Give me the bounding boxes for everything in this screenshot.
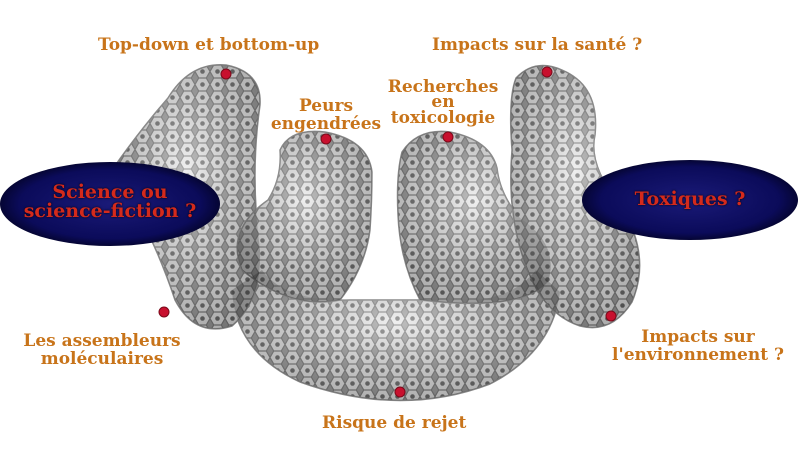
oval-science-line1: Science ou — [52, 181, 168, 203]
label-peurs-line2: engendrées — [270, 114, 382, 134]
oval-science-line2: science-fiction ? — [23, 200, 197, 222]
oval-toxiques — [582, 160, 798, 240]
label-recherches-line3: toxicologie — [390, 108, 496, 128]
marker-rejet — [394, 386, 406, 398]
marker-peurs — [320, 133, 332, 145]
label-recherches-line1: Recherches — [387, 77, 499, 97]
oval-science-text: Science ou science-fiction ? — [2, 183, 218, 221]
label-assembleurs: Les assembleurs moléculaires — [12, 332, 192, 368]
oval-science — [0, 162, 220, 246]
marker-top-down — [220, 68, 232, 80]
label-recherches: Recherches en toxicologie — [380, 78, 506, 127]
label-assembleurs-line2: moléculaires — [40, 349, 164, 369]
label-assembleurs-line1: Les assembleurs — [23, 331, 181, 351]
label-impacts-env-line1: Impacts sur — [641, 327, 755, 347]
label-impacts-sante: Impacts sur la santé ? — [432, 35, 643, 55]
label-recherches-line2: en — [431, 92, 455, 112]
oval-toxiques-text: Toxiques ? — [634, 188, 746, 210]
marker-recherches — [442, 131, 454, 143]
marker-assembleurs — [158, 306, 170, 318]
marker-impacts-sante — [541, 66, 553, 78]
label-peurs-line1: Peurs — [298, 96, 354, 116]
label-impacts-env-line2: l'environnement ? — [612, 345, 784, 365]
label-impacts-env: Impacts sur l'environnement ? — [598, 328, 798, 364]
label-top-down: Top-down et bottom-up — [98, 35, 320, 55]
label-peurs: Peurs engendrées — [266, 97, 386, 133]
label-rejet: Risque de rejet — [322, 413, 467, 433]
marker-impacts-env — [605, 310, 617, 322]
